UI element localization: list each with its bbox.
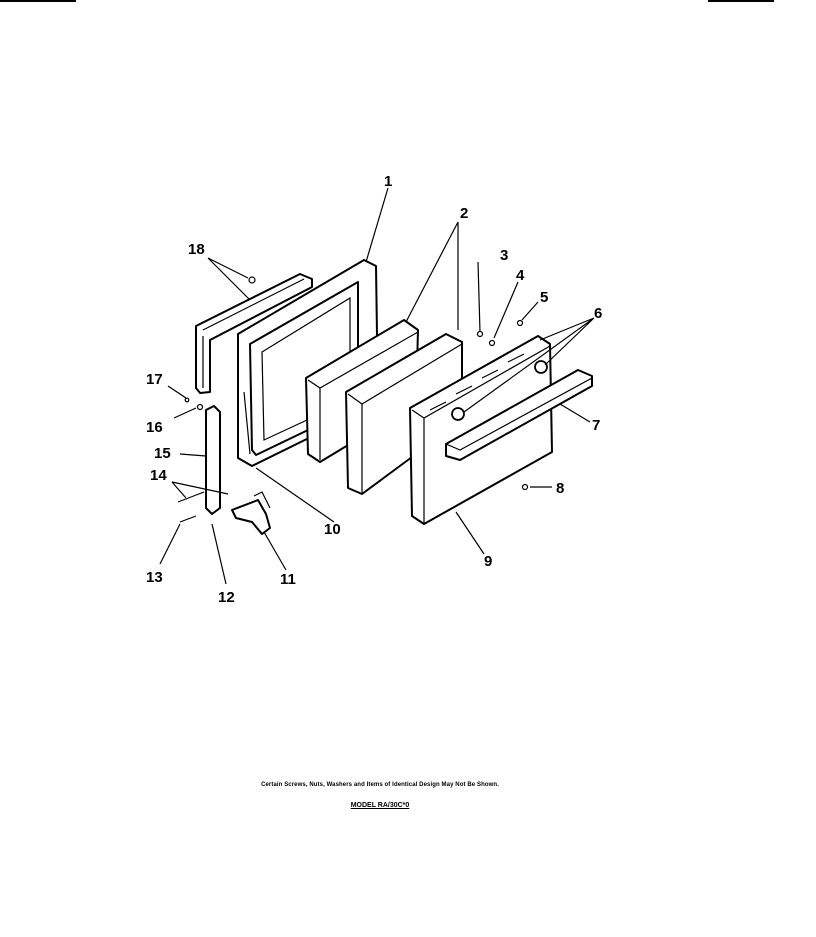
model-number-text: MODEL RA/30C*0 bbox=[350, 802, 410, 809]
callout-14: 14 bbox=[150, 467, 167, 484]
callout-9: 9 bbox=[484, 553, 492, 570]
hinge-part bbox=[177, 276, 529, 535]
top-left-rule bbox=[0, 0, 76, 2]
callout-18: 18 bbox=[188, 241, 205, 258]
callout-4: 4 bbox=[516, 267, 525, 284]
callout-7: 7 bbox=[592, 417, 600, 434]
callout-12: 12 bbox=[218, 589, 235, 606]
callout-16: 16 bbox=[146, 419, 163, 436]
callout-17: 17 bbox=[146, 371, 163, 388]
callout-8: 8 bbox=[556, 480, 564, 497]
callout-13: 13 bbox=[146, 569, 163, 586]
callout-15: 15 bbox=[154, 445, 171, 462]
door-handle-part bbox=[445, 369, 593, 461]
footnote-text: Certain Screws, Nuts, Washers and Items … bbox=[261, 782, 499, 788]
callout-11: 11 bbox=[280, 571, 296, 588]
top-right-rule bbox=[708, 0, 774, 2]
leader-lines bbox=[159, 187, 595, 585]
callout-2: 2 bbox=[460, 205, 468, 222]
callout-10: 10 bbox=[324, 521, 341, 538]
door-gasket-part bbox=[195, 273, 313, 394]
callout-3: 3 bbox=[500, 247, 508, 264]
model-number: MODEL RA/30C*0 bbox=[0, 802, 760, 809]
callout-5: 5 bbox=[540, 289, 548, 306]
callout-1: 1 bbox=[384, 173, 392, 190]
callout-6: 6 bbox=[594, 305, 602, 322]
